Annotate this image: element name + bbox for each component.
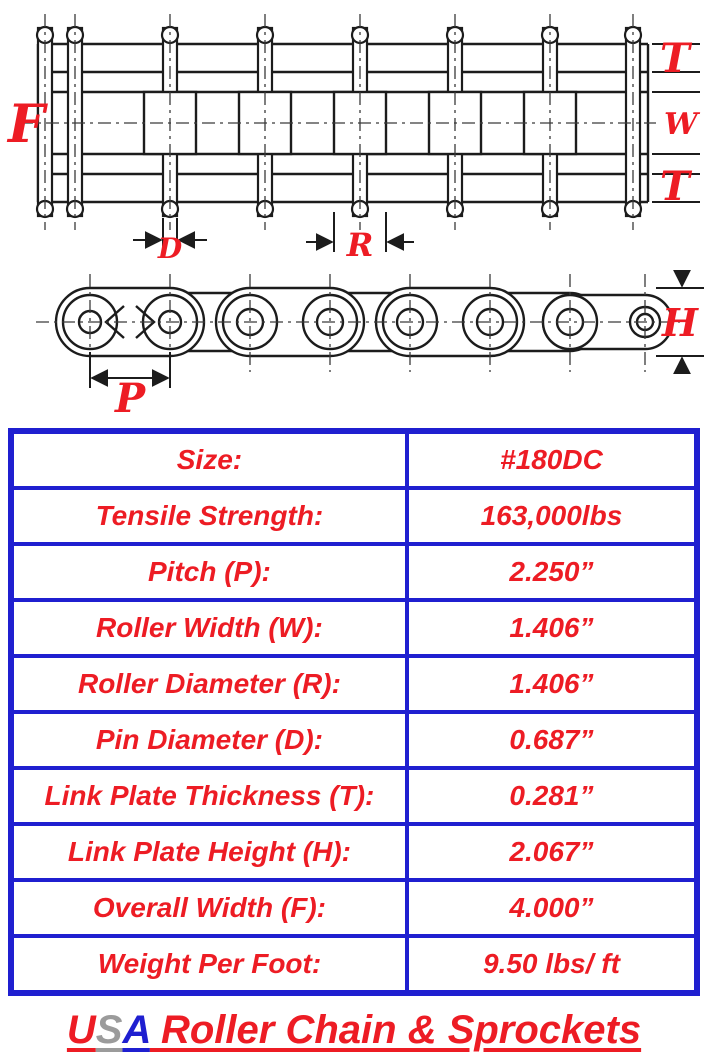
chain-plan-view-diagram: F T W T D R: [6, 14, 701, 260]
spec-value: 0.281”: [404, 766, 700, 826]
roller-diameter-dimension: [306, 212, 414, 252]
brand-letter-u: U: [66, 1008, 96, 1052]
table-row: Roller Diameter (R): 1.406”: [9, 654, 700, 714]
table-row: Overall Width (F): 4.000”: [9, 878, 700, 938]
table-row: Pin Diameter (D): 0.687”: [9, 710, 700, 770]
brand-letter-a: A: [122, 1008, 150, 1052]
spec-value: 163,000lbs: [404, 486, 700, 546]
table-row: Roller Width (W): 1.406”: [9, 598, 700, 658]
spec-label: Link Plate Height (H):: [9, 822, 409, 882]
spec-label: Roller Diameter (R):: [9, 654, 409, 714]
table-row: Weight Per Foot: 9.50 lbs/ ft: [9, 934, 700, 995]
center-lines: [20, 14, 656, 230]
pitch-label: P: [114, 375, 147, 422]
spec-label: Link Plate Thickness (T):: [9, 766, 409, 826]
spec-label: Roller Width (W):: [9, 598, 409, 658]
chain-diagrams: F T W T D R: [0, 2, 708, 424]
spec-label: Size:: [9, 429, 409, 490]
spec-value: 2.250”: [404, 542, 700, 602]
spec-value: #180DC: [404, 429, 700, 490]
table-row: Size: #180DC: [9, 429, 700, 490]
plate-thickness-top-label: T: [660, 35, 693, 82]
pin-diameter-label: D: [157, 232, 183, 260]
plate-height-dimension: [656, 269, 704, 375]
chain-side-view-diagram: H P: [36, 269, 704, 422]
spec-value: 4.000”: [404, 878, 700, 938]
table-row: Pitch (P): 2.250”: [9, 542, 700, 602]
overall-width-label: F: [6, 94, 48, 155]
plate-thickness-bottom-label: T: [660, 163, 693, 210]
spec-value: 1.406”: [404, 654, 700, 714]
spec-label: Pin Diameter (D):: [9, 710, 409, 770]
spec-label: Overall Width (F):: [9, 878, 409, 938]
roller-diameter-label: R: [346, 226, 374, 260]
roller-width-label: W: [664, 107, 701, 142]
pitch-dimension: [89, 352, 171, 388]
spec-value: 2.067”: [404, 822, 700, 882]
dimension-ticks: [652, 43, 700, 203]
plate-height-label: H: [661, 300, 699, 345]
spec-label: Pitch (P):: [9, 542, 409, 602]
table-row: Link Plate Thickness (T): 0.281”: [9, 766, 700, 826]
table-row: Link Plate Height (H): 2.067”: [9, 822, 700, 882]
brand-title-text: Roller Chain & Sprockets: [149, 1008, 642, 1052]
brand-letter-s: S: [95, 1008, 123, 1052]
spec-table: Size: #180DC Tensile Strength: 163,000lb…: [8, 428, 700, 996]
pin-diameter-dimension: [133, 218, 207, 250]
spec-label: Weight Per Foot:: [9, 934, 409, 995]
brand-title: USA Roller Chain & Sprockets: [0, 1006, 708, 1054]
spec-value: 1.406”: [404, 598, 700, 658]
spec-value: 9.50 lbs/ ft: [404, 934, 700, 995]
spec-value: 0.687”: [404, 710, 700, 770]
spec-label: Tensile Strength:: [9, 486, 409, 546]
table-row: Tensile Strength: 163,000lbs: [9, 486, 700, 546]
